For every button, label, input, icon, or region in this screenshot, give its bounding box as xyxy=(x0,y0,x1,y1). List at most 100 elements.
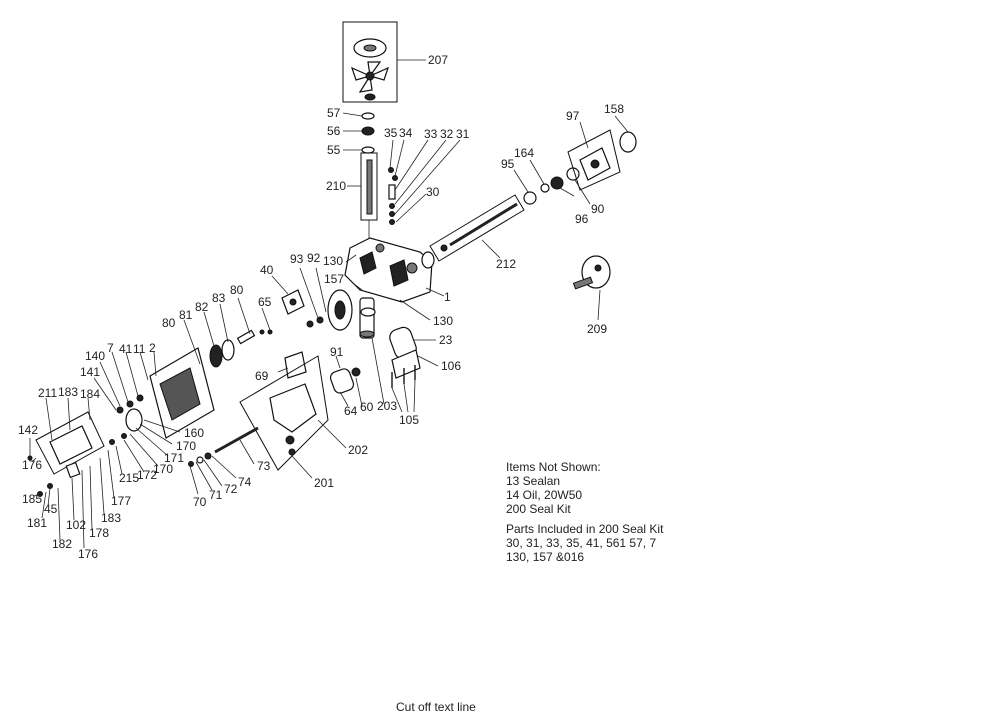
callout-74: 74 xyxy=(238,475,252,489)
bearing-95-part xyxy=(523,191,537,205)
callout-185: 185 xyxy=(22,492,42,506)
items-not-shown-header: Items Not Shown: xyxy=(506,460,601,474)
callout-7: 7 xyxy=(107,341,114,355)
small-hardware-group xyxy=(388,167,398,225)
callout-83: 83 xyxy=(212,291,226,305)
callout-91: 91 xyxy=(330,345,344,359)
oring-130-part xyxy=(359,330,375,338)
bracket-106-part xyxy=(391,349,421,379)
seal-56-part xyxy=(361,126,375,136)
note-line: 14 Oil, 20W50 xyxy=(506,488,583,502)
washer-164-part xyxy=(540,183,550,193)
callout-33: 33 xyxy=(424,127,438,141)
callout-130-mid: 130 xyxy=(433,314,453,328)
callout-71: 71 xyxy=(209,488,223,502)
callout-55: 55 xyxy=(327,143,341,157)
brake-part xyxy=(49,425,93,465)
callout-182: 182 xyxy=(52,537,72,551)
callout-40: 40 xyxy=(260,263,274,277)
callout-140: 140 xyxy=(85,349,105,363)
callout-82: 82 xyxy=(195,300,209,314)
ring-90-part xyxy=(566,167,580,181)
callout-93: 93 xyxy=(290,252,304,266)
callout-215: 215 xyxy=(119,471,139,485)
callout-57: 57 xyxy=(327,106,341,120)
callout-176-left: 176 xyxy=(22,458,42,472)
callout-81: 81 xyxy=(179,308,193,322)
callout-184: 184 xyxy=(80,387,100,401)
callout-176-bottom: 176 xyxy=(78,547,98,561)
seal-57-part xyxy=(361,112,375,120)
shaft-73-part xyxy=(214,426,259,454)
callout-201: 201 xyxy=(314,476,334,490)
callout-41: 41 xyxy=(119,342,133,356)
leader-lines xyxy=(29,59,629,549)
large-gear-part xyxy=(306,289,353,331)
callout-106: 106 xyxy=(441,359,461,373)
notes-panel: Items Not Shown: 13 Sealan 14 Oil, 20W50… xyxy=(506,460,663,564)
ring-157-part xyxy=(360,307,376,317)
callout-183-top: 183 xyxy=(58,385,78,399)
hub-209-part xyxy=(572,255,611,290)
note-line: 200 Seal Kit xyxy=(506,502,571,516)
callout-95: 95 xyxy=(501,157,515,171)
callout-2: 2 xyxy=(149,341,156,355)
pulley-hub-part xyxy=(363,44,377,52)
callout-102: 102 xyxy=(66,518,86,532)
callout-160: 160 xyxy=(184,426,204,440)
bearing-158-part xyxy=(619,131,637,153)
callout-30: 30 xyxy=(426,185,440,199)
callout-177: 177 xyxy=(111,494,131,508)
callout-178: 178 xyxy=(89,526,109,540)
motor-69-part xyxy=(284,351,307,379)
callout-141: 141 xyxy=(80,365,100,379)
bolts-105-group xyxy=(391,365,416,388)
input-shaft-part xyxy=(366,159,373,215)
callout-207: 207 xyxy=(428,53,448,67)
disc-160-part xyxy=(125,408,143,432)
axle-box xyxy=(429,194,525,262)
callout-11: 11 xyxy=(133,342,146,356)
callout-70: 70 xyxy=(193,495,207,509)
note-line: 13 Sealan xyxy=(506,474,561,488)
callout-56: 56 xyxy=(327,124,341,138)
callout-181: 181 xyxy=(27,516,47,530)
callout-90: 90 xyxy=(591,202,605,216)
callout-183-bottom: 183 xyxy=(101,511,121,525)
callout-211: 211 xyxy=(38,386,57,400)
seal-96-part xyxy=(550,176,564,190)
callout-65: 65 xyxy=(258,295,272,309)
gear-group-81-82-part xyxy=(197,329,265,371)
callout-73: 73 xyxy=(257,459,271,473)
callout-45: 45 xyxy=(44,502,58,516)
callout-171: 171 xyxy=(164,451,184,465)
callout-92: 92 xyxy=(307,251,321,265)
seal-55-part xyxy=(361,146,375,154)
kit-line: 30, 31, 33, 35, 41, 561 57, 7 xyxy=(506,536,657,550)
seal-kit-header: Parts Included in 200 Seal Kit xyxy=(506,522,664,536)
center-section-40-part xyxy=(267,289,305,335)
callout-80-left: 80 xyxy=(162,316,176,330)
callout-60: 60 xyxy=(360,400,374,414)
callout-202: 202 xyxy=(348,443,368,457)
callout-170-top: 170 xyxy=(176,439,196,453)
kit-line: 130, 157 &016 xyxy=(506,550,585,564)
callout-157: 157 xyxy=(324,272,344,286)
callout-203: 203 xyxy=(377,399,397,413)
callout-80-top: 80 xyxy=(230,283,244,297)
callout-35: 35 xyxy=(384,126,398,140)
hub-box xyxy=(567,129,621,191)
callout-130-top: 130 xyxy=(323,254,343,268)
callout-142: 142 xyxy=(18,423,38,437)
callout-72: 72 xyxy=(224,482,238,496)
cylinder-block-part xyxy=(329,368,355,394)
motor-housing-part xyxy=(269,383,317,433)
callout-69: 69 xyxy=(255,369,269,383)
main-housing-part xyxy=(344,237,435,303)
axle-bearing-part xyxy=(440,244,448,252)
callout-97: 97 xyxy=(566,109,580,123)
callout-34: 34 xyxy=(399,126,413,140)
fan-assembly-box xyxy=(342,21,398,103)
callout-105: 105 xyxy=(399,413,419,427)
